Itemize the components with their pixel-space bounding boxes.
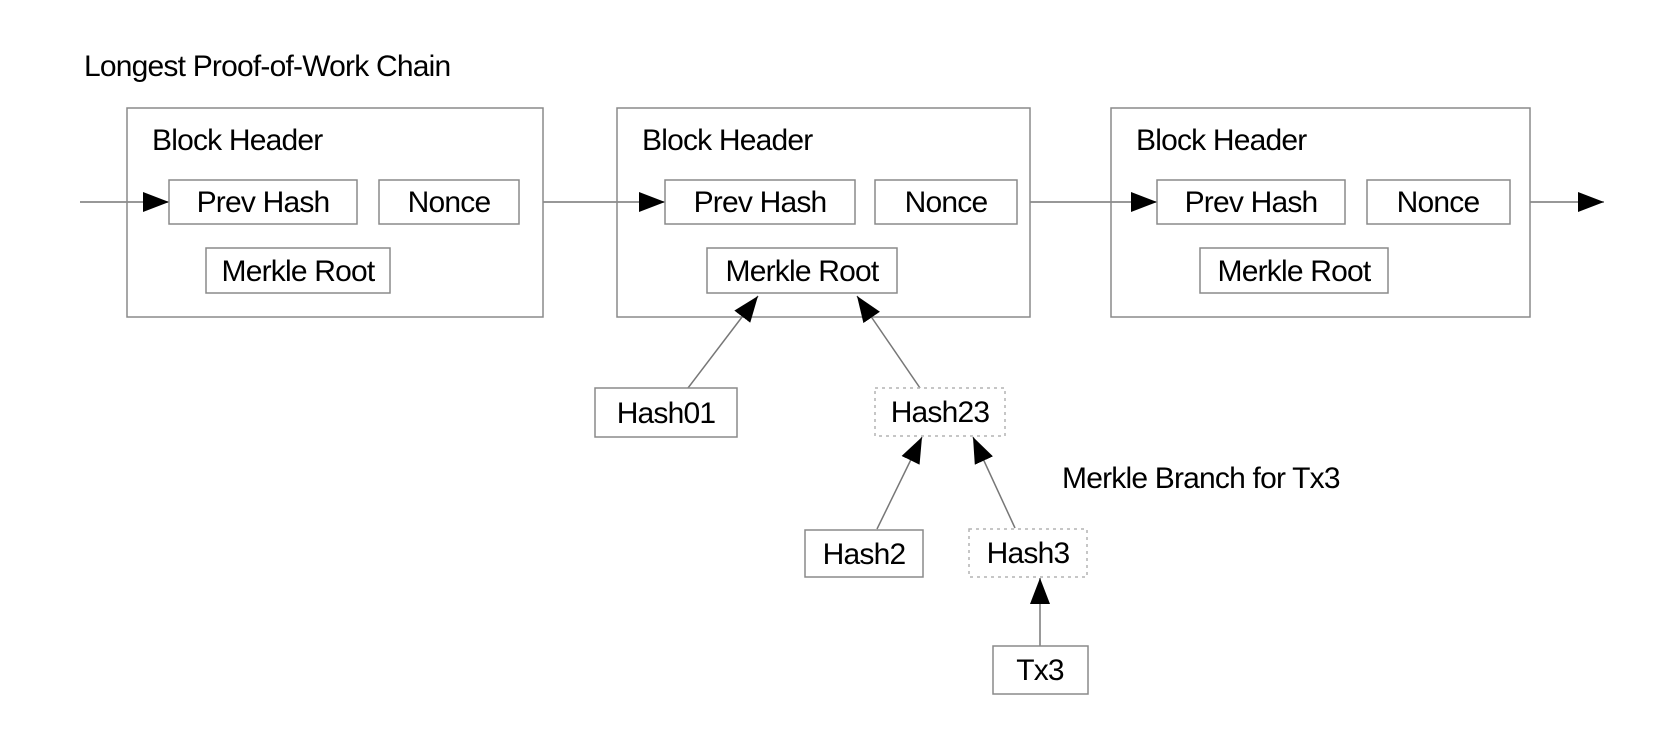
merkle-branch-caption: Merkle Branch for Tx3 xyxy=(1062,462,1340,495)
arrow-hash2-hash23 xyxy=(876,436,923,530)
nonce-label: Nonce xyxy=(1397,186,1480,219)
diagram-title: Longest Proof-of-Work Chain xyxy=(84,50,450,83)
merkle-root-box xyxy=(706,247,898,294)
nonce-label: Nonce xyxy=(905,186,988,219)
merkle-root-box xyxy=(1199,247,1389,294)
hash01-label: Hash01 xyxy=(617,397,716,430)
prev-hash-label: Prev Hash xyxy=(694,186,827,219)
hash2-box xyxy=(804,529,924,578)
block-header-label: Block Header xyxy=(152,124,323,157)
prev-hash-label: Prev Hash xyxy=(1185,186,1318,219)
block-header-label: Block Header xyxy=(1136,124,1307,157)
block-header-label: Block Header xyxy=(642,124,813,157)
hash2-label: Hash2 xyxy=(823,538,906,571)
hash3-label: Hash3 xyxy=(987,537,1070,570)
nonce-box xyxy=(378,179,520,225)
merkle-root-label: Merkle Root xyxy=(726,255,880,288)
block-3: Block Header Prev Hash Nonce Merkle Root xyxy=(1110,107,1531,318)
merkle-root-label: Merkle Root xyxy=(1218,255,1372,288)
arrow-hash3-hash23 xyxy=(972,436,1016,529)
nonce-box xyxy=(874,179,1018,225)
hash01-box xyxy=(594,387,738,438)
tx3-label: Tx3 xyxy=(1016,654,1064,687)
hash23-box xyxy=(874,387,1006,437)
tx3-box xyxy=(992,645,1089,695)
block-header-box xyxy=(126,107,544,318)
merkle-root-label: Merkle Root xyxy=(222,255,376,288)
arrow-hash23-merkle-root xyxy=(856,295,921,389)
block-1: Block Header Prev Hash Nonce Merkle Root xyxy=(126,107,544,318)
merkle-arrows xyxy=(687,295,1050,646)
merkle-branch: Hash01 Hash23 Hash2 Hash3 Tx3 Merkle Bra… xyxy=(594,387,1341,695)
block-header-box xyxy=(1110,107,1531,318)
nonce-label: Nonce xyxy=(408,186,491,219)
hash23-label: Hash23 xyxy=(891,396,990,429)
prev-hash-box xyxy=(664,179,856,225)
arrow-hash01-merkle-root xyxy=(687,295,759,389)
merkle-root-box xyxy=(205,247,391,294)
prev-hash-label: Prev Hash xyxy=(197,186,330,219)
prev-hash-box xyxy=(168,179,358,225)
prev-hash-box xyxy=(1156,179,1346,225)
block-header-box xyxy=(616,107,1031,318)
nonce-box xyxy=(1366,179,1511,225)
block-2: Block Header Prev Hash Nonce Merkle Root xyxy=(616,107,1031,318)
hash3-box xyxy=(968,528,1088,578)
